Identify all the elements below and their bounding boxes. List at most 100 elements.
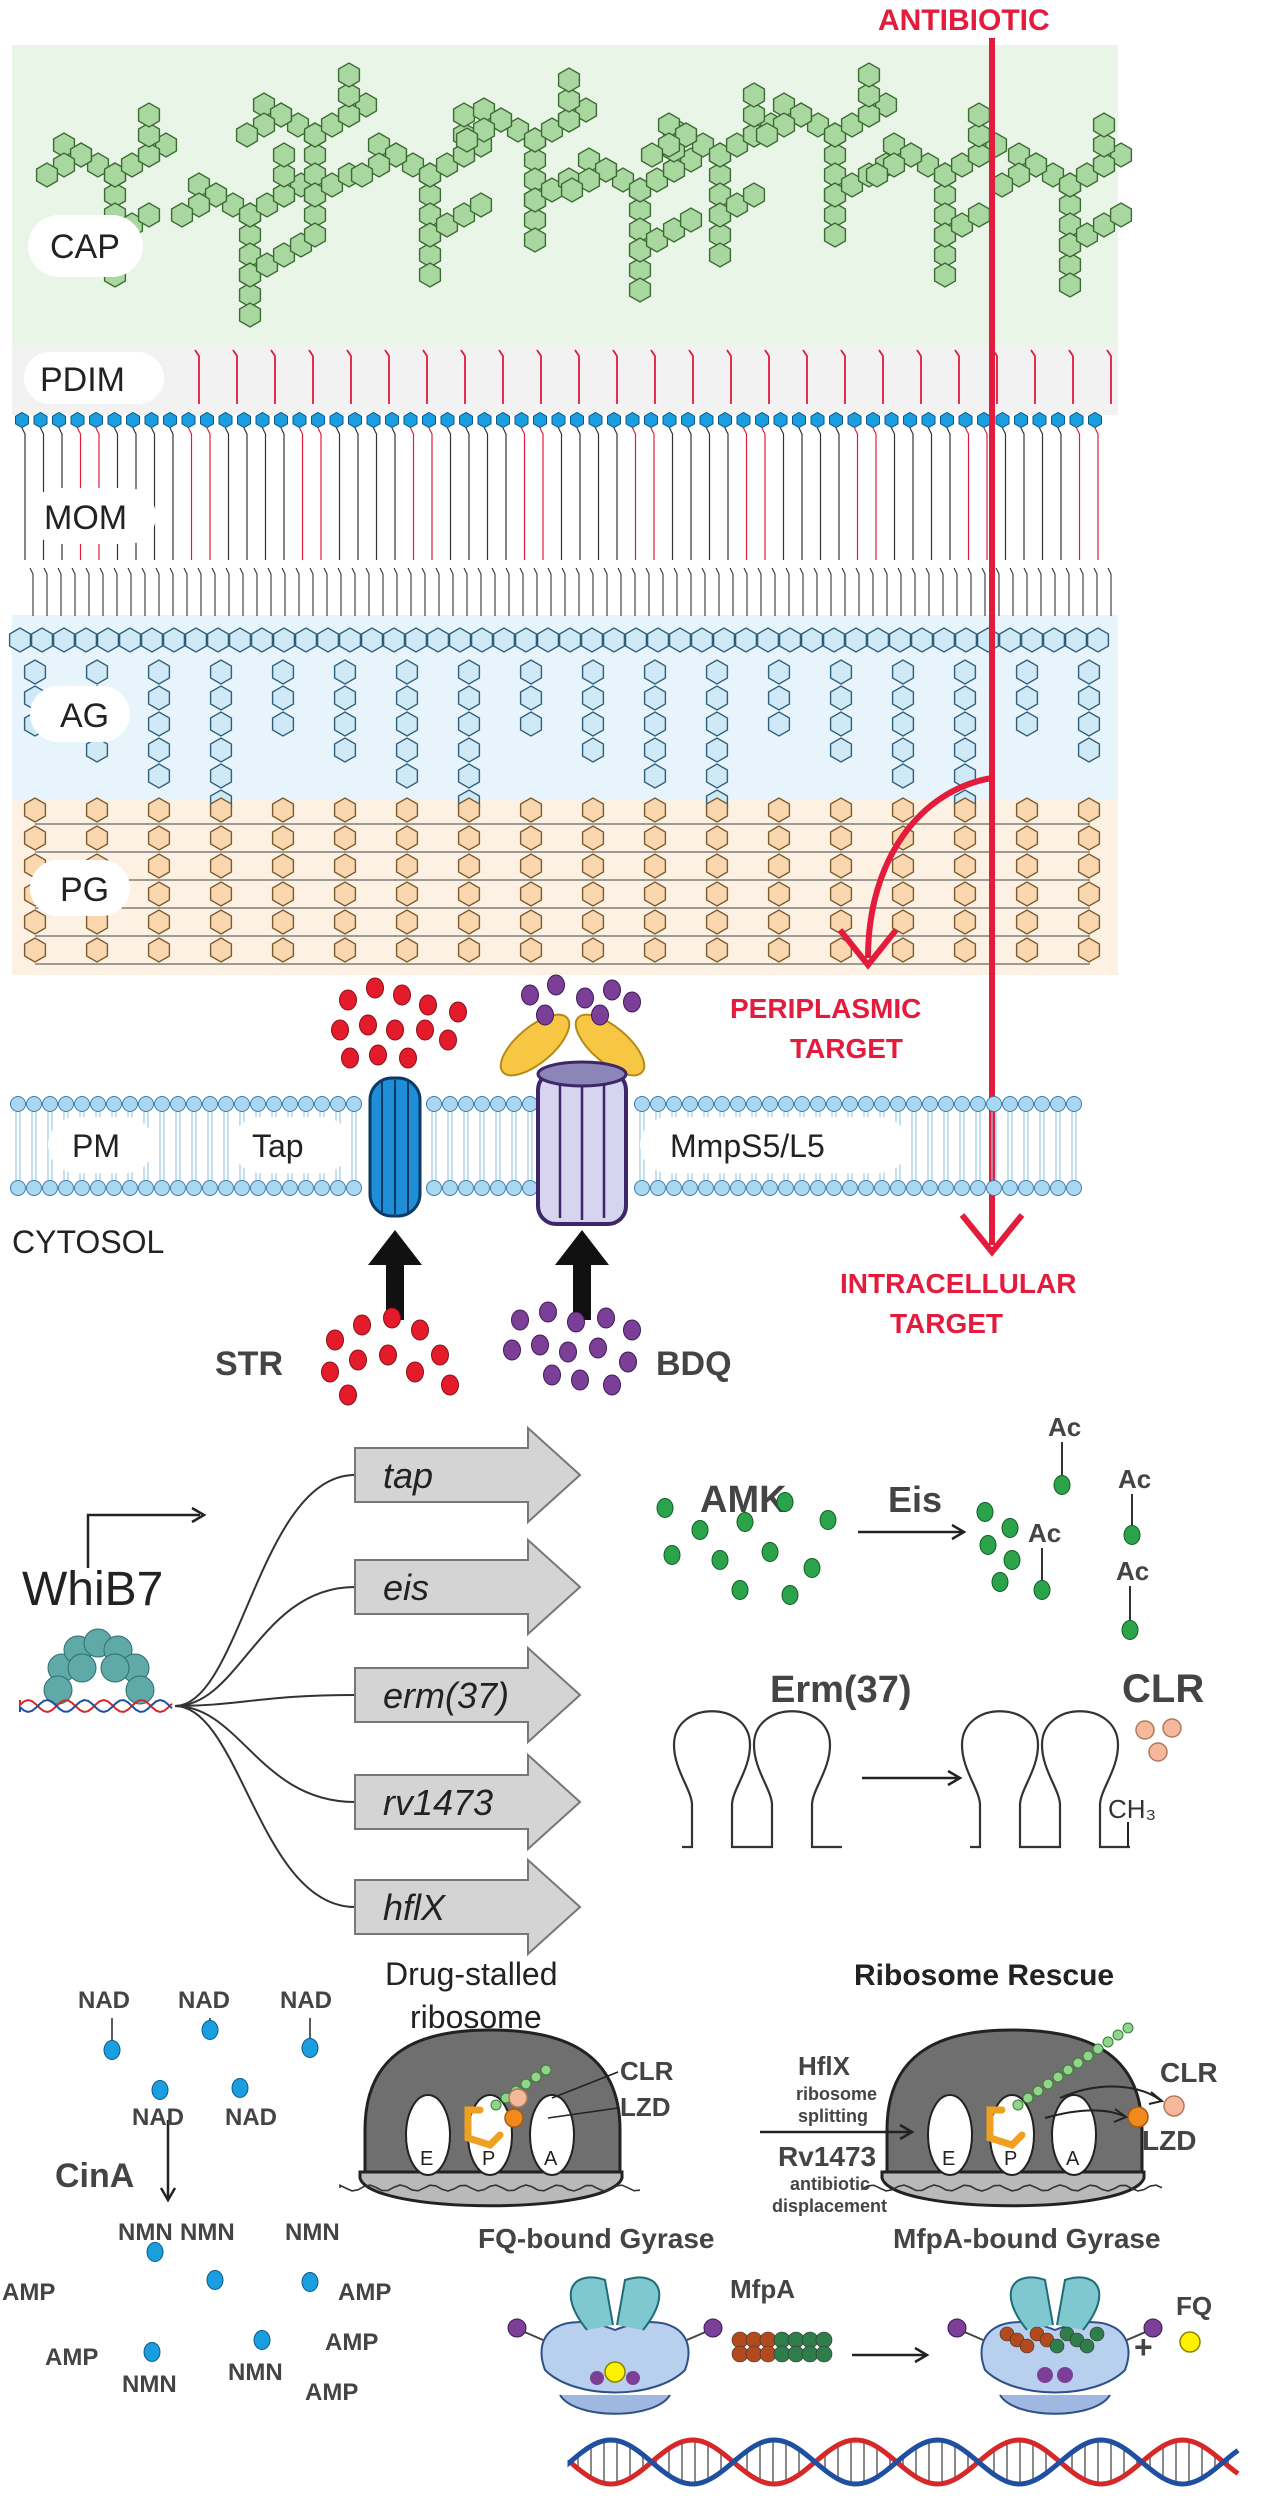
pg-hexagon (705, 881, 729, 907)
mom-inner-chain (967, 567, 972, 616)
gyrase-core (590, 2371, 604, 2385)
pm-headgroup (1050, 1180, 1066, 1196)
mom-lipid-chain (742, 427, 748, 560)
mom-headgroup (311, 411, 325, 429)
pm-headgroup (426, 1180, 442, 1196)
ag-hexagon (705, 763, 729, 789)
cap-hexagon (235, 122, 259, 148)
rv1473-action-line2: displacement (772, 2196, 887, 2216)
ag-hexagon (581, 737, 605, 763)
mom-headgroup (1014, 411, 1028, 429)
amk-molecule (1001, 1518, 1019, 1538)
ag-hexagon (209, 737, 233, 763)
pg-hexagon (891, 909, 915, 935)
pg-hexagon (1077, 797, 1101, 823)
pm-headgroup (954, 1180, 970, 1196)
ag-hexagon (829, 737, 853, 763)
mom-lipid-chain (317, 427, 322, 560)
pg-hexagon (1015, 937, 1039, 963)
ag-hexagon (712, 627, 736, 653)
mfpa-residue (1049, 2338, 1065, 2354)
pm-headgroup (474, 1180, 490, 1196)
cap-hexagon (950, 152, 974, 178)
bdq-molecule (619, 1351, 637, 1373)
mom-headgroup (385, 411, 399, 429)
ag-hexagon (209, 659, 233, 685)
pm-headgroup (186, 1180, 202, 1196)
gene-name: erm(37) (383, 1675, 509, 1716)
pg-hexagon (457, 909, 481, 935)
amk-molecule (781, 1585, 799, 1605)
pg-hexagon (829, 881, 853, 907)
mom-inner-chain (169, 567, 174, 616)
pm-headgroup (138, 1180, 154, 1196)
mom-headgroup (163, 411, 177, 429)
periplasmic-arrowhead (837, 928, 899, 970)
pg-hexagon (829, 797, 853, 823)
fq-gyrase-title: FQ-bound Gyrase (478, 2223, 714, 2254)
acetyl-label: Ac (1116, 1556, 1149, 1586)
pm-headgroup (714, 1096, 730, 1112)
pg-hexagon (519, 825, 543, 851)
mom-headgroup (33, 411, 48, 429)
mfpa-protein (731, 2331, 833, 2363)
mfpa-residue (787, 2345, 805, 2363)
str-molecule (441, 1374, 459, 1396)
bdq-molecule (567, 1311, 585, 1333)
cap-hexagon (662, 217, 686, 243)
pg-hexagon (395, 937, 419, 963)
gyrase-ctd (507, 2318, 527, 2338)
pg-hexagon (829, 853, 853, 879)
nucleotide-label: NAD (225, 2104, 277, 2131)
pm-headgroup (682, 1096, 698, 1112)
pm-headgroup (74, 1180, 90, 1196)
cap-hexagon (933, 222, 957, 248)
pm-headgroup (986, 1096, 1002, 1112)
pm-headgroup (218, 1180, 234, 1196)
ag-hexagon (333, 685, 357, 711)
ag-hexagon (822, 627, 846, 653)
cap-hexagon (337, 62, 361, 88)
cap-hexagon (1075, 162, 1099, 188)
acetylated-amk-molecule (1121, 1620, 1139, 1640)
pg-hexagon (271, 853, 295, 879)
str-molecule (393, 984, 411, 1006)
pm-headgroup (522, 1096, 538, 1112)
pm-headgroup (250, 1180, 266, 1196)
str-molecule (326, 1329, 344, 1351)
ag-hexagon (558, 627, 582, 653)
ag-hexagon (1015, 659, 1039, 685)
mom-headgroup (699, 411, 714, 429)
pg-hexagon (395, 797, 419, 823)
cap-hexagon (640, 142, 664, 168)
mom-headgroup (1088, 411, 1102, 429)
cap-hexagon (350, 162, 374, 188)
periplasmic-target-line1: PERIPLASMIC (730, 993, 921, 1024)
mom-lipid-chain (835, 427, 840, 560)
str-molecule (369, 1044, 387, 1066)
pg-hexagon (457, 797, 481, 823)
tap-label: Tap (252, 1128, 304, 1164)
mfpa-label: MfpA (730, 2274, 795, 2304)
pm-headgroup (122, 1096, 138, 1112)
pm-headgroup (282, 1096, 298, 1112)
mom-lipid-chain (946, 427, 951, 560)
ag-hexagon (333, 711, 357, 737)
amp-label: AMP (305, 2379, 358, 2406)
pdim-lipid (802, 349, 808, 404)
cap-hexagon (255, 192, 279, 218)
cap-hexagon (865, 162, 889, 188)
pg-hexagon (891, 937, 915, 963)
mom-inner-chain (211, 567, 216, 616)
bdq-molecule (603, 979, 621, 1001)
pg-hexagon (1015, 825, 1039, 851)
gyrase-atpase-left (1009, 2276, 1054, 2331)
pg-hexagon (581, 881, 605, 907)
cap-hexagon (469, 192, 493, 218)
ribosome-small-subunit (880, 2170, 1146, 2208)
ag-hexagon (976, 627, 1000, 653)
nascent-peptide-residue (1112, 2029, 1124, 2041)
tap-export-arrow (368, 1230, 422, 1320)
mom-inner-chain (925, 567, 930, 616)
